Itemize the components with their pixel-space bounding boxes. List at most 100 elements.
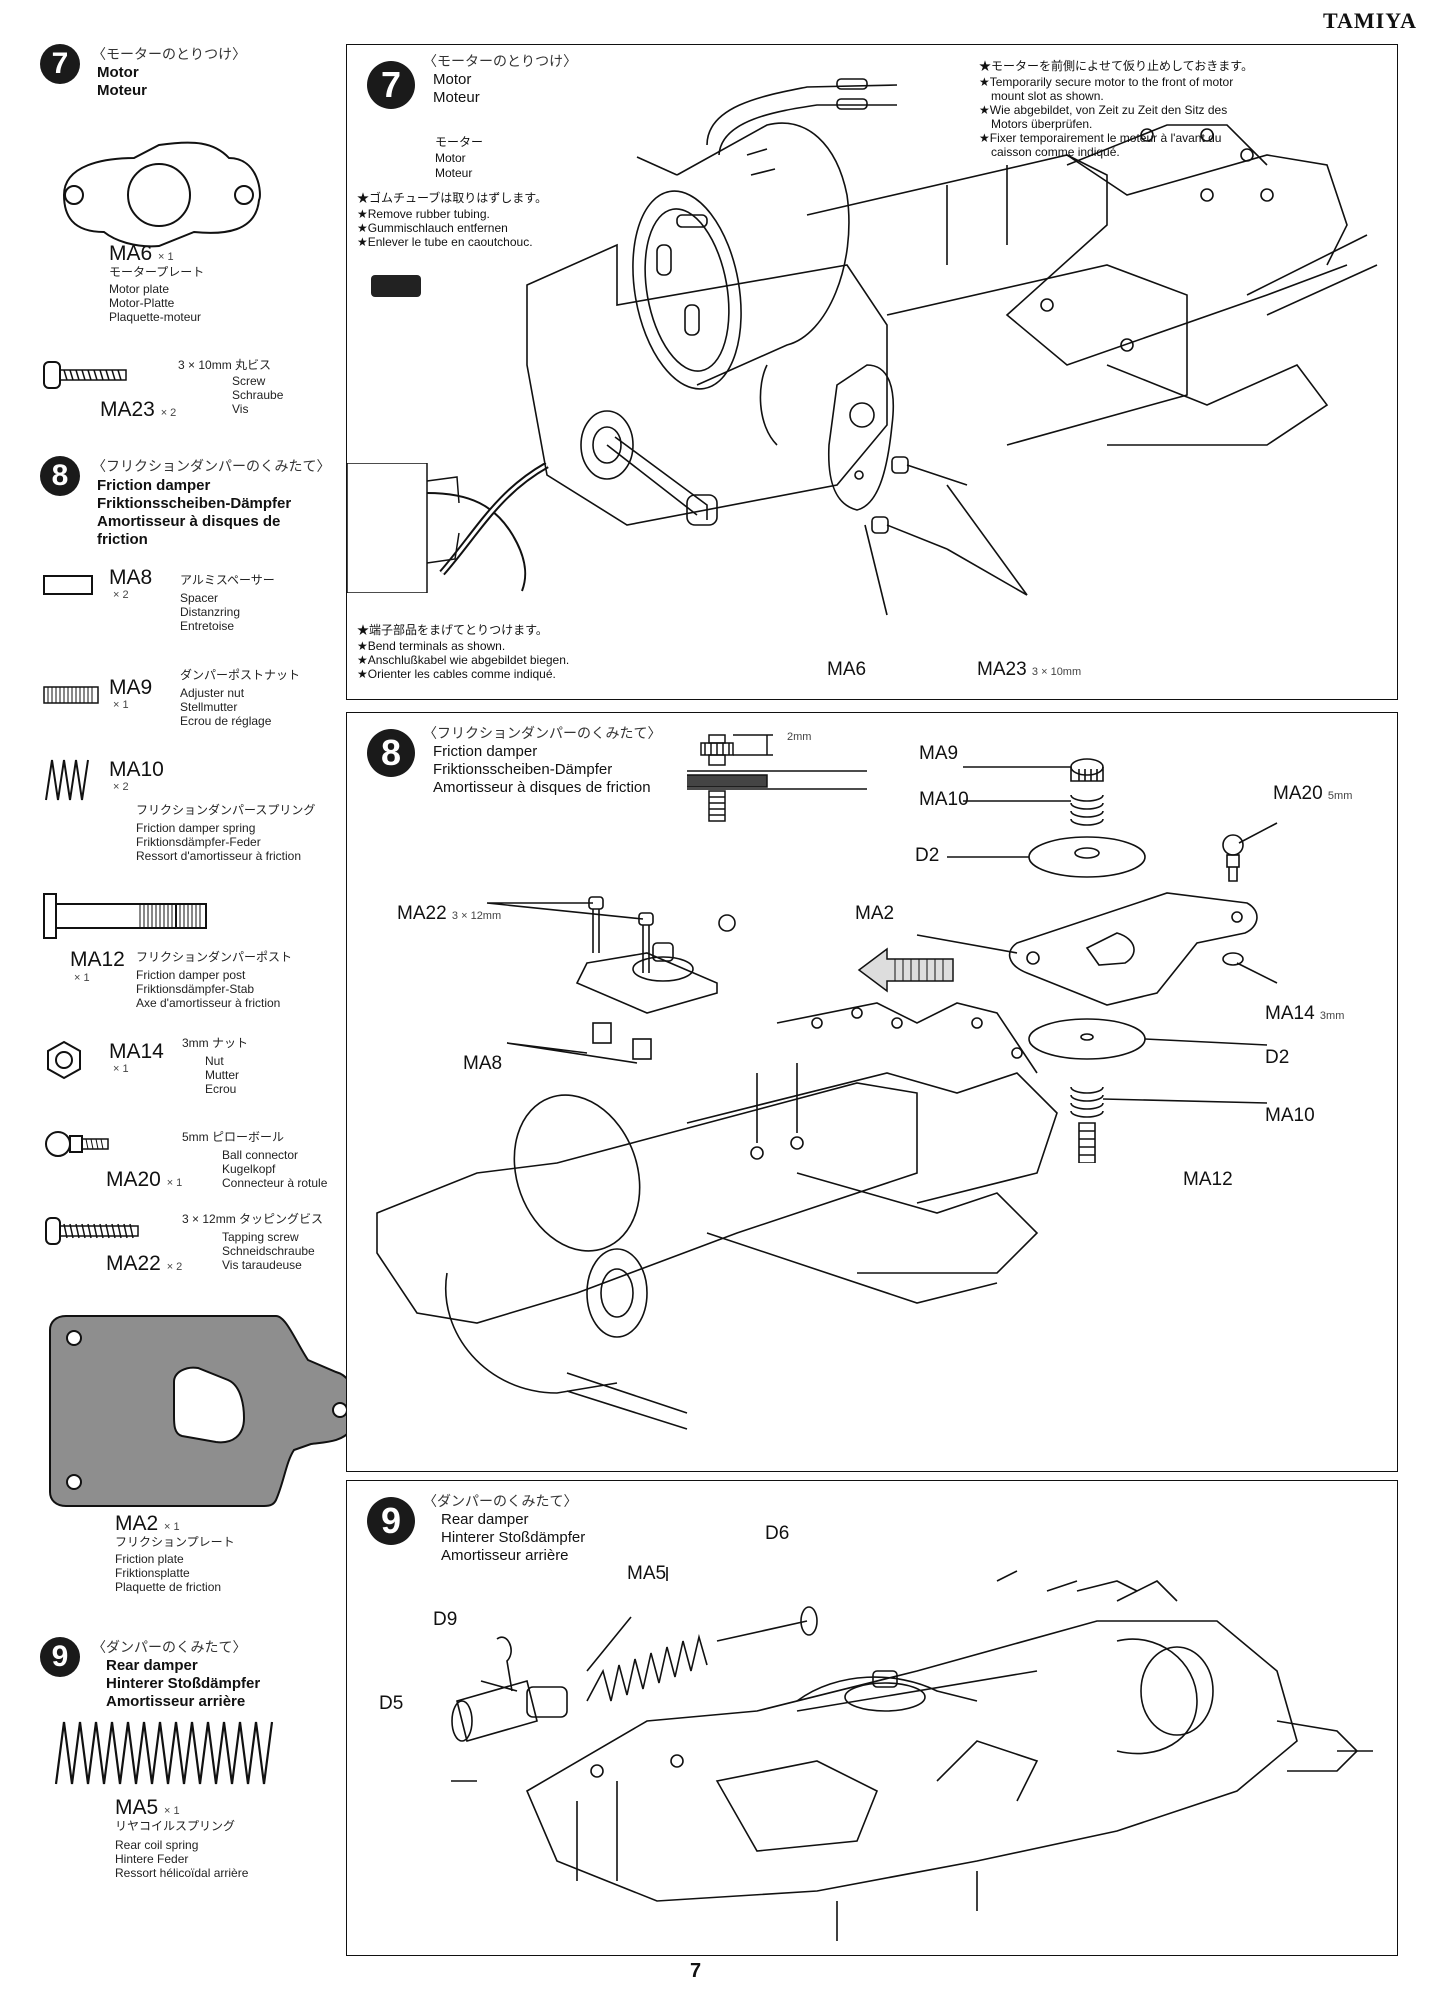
part-ma8-qty: × 2	[113, 589, 129, 601]
step-9-badge: 9	[40, 1637, 80, 1677]
part-ma8-de: Distanzring	[180, 605, 241, 619]
panel-8-title-fr: Amortisseur à disques de friction	[433, 779, 651, 796]
rear-coil-spring-icon	[54, 1721, 274, 1785]
part-code-ma12: MA12	[70, 948, 125, 971]
step-7-badge: 7	[40, 44, 80, 84]
part-ma9-qty: × 1	[113, 699, 129, 711]
terminal-note-fr: ★Orienter les cables comme indiqué.	[357, 667, 556, 681]
part-ma5-en: Rear coil spring	[115, 1838, 199, 1852]
part-ma12-en: Friction damper post	[136, 968, 246, 982]
screw-3x10-icon	[43, 361, 127, 389]
part-ma20-de: Kugelkopf	[222, 1162, 276, 1176]
part-ma23-en: Screw	[232, 374, 266, 388]
panel-9-jp-title: 〈ダンパーのくみたて〉	[423, 1493, 578, 1509]
tubing-note-jp: ★ゴムチューブは取りはずします。	[357, 191, 548, 205]
step-7-panel: 7 〈モーターのとりつけ〉 Motor Moteur モーター Motor Mo…	[346, 44, 1398, 700]
label-ma22: MA22 3 × 12mm	[397, 903, 502, 924]
part-ma20-fr: Connecteur à rotule	[222, 1176, 328, 1190]
part-ma12-jp: フリクションダンパーポスト	[136, 950, 293, 964]
step-8-title-fr1: Amortisseur à disques de	[97, 513, 281, 530]
panel-7-jp-title: 〈モーターのとりつけ〉	[423, 53, 578, 69]
tapping-screw-icon	[45, 1217, 139, 1245]
motor-installation-drawing	[526, 78, 1378, 616]
tubing-note-fr: ★Enlever le tube en caoutchouc.	[357, 235, 533, 249]
panel-9-title-fr: Amortisseur arrière	[441, 1547, 569, 1564]
part-ma12-de: Friktionsdämpfer-Stab	[136, 982, 255, 996]
label-ma10-top: MA10	[919, 789, 969, 810]
brand-logo: TAMIYA	[1322, 8, 1417, 33]
part-ma20-jp: 5mm ピローボール	[182, 1130, 285, 1144]
panel-9-badge: 9	[367, 1497, 415, 1545]
part-code-ma20: MA20 × 1	[106, 1168, 183, 1191]
rear-damper-drawing	[451, 1567, 1373, 1941]
label-ma6: MA6	[827, 659, 867, 680]
part-ma14-fr: Ecrou	[205, 1082, 237, 1096]
panel-9-title-en: Rear damper	[441, 1511, 529, 1528]
damper-post-icon	[43, 893, 207, 939]
label-ma10-bottom: MA10	[1265, 1105, 1315, 1126]
step-7-title-fr: Moteur	[97, 82, 147, 99]
part-code-ma23: MA23 × 2	[100, 398, 177, 421]
label-d2-top: D2	[915, 845, 940, 866]
label-ma9: MA9	[919, 743, 959, 764]
tubing-note-en: ★Remove rubber tubing.	[357, 207, 490, 221]
gap-label: 2mm	[787, 731, 812, 743]
rubber-tube-icon	[371, 275, 421, 297]
part-code-ma22: MA22 × 2	[106, 1252, 183, 1275]
terminal-note-en: ★Bend terminals as shown.	[357, 639, 506, 653]
panel-8-title-en: Friction damper	[433, 743, 538, 760]
label-ma20: MA20 5mm	[1273, 783, 1353, 804]
motor-note-de2: Motors überprüfen.	[991, 117, 1093, 131]
part-ma9-en: Adjuster nut	[180, 686, 245, 700]
part-ma10-de: Friktionsdämpfer-Feder	[136, 835, 261, 849]
part-ma23-jp: 3 × 10mm 丸ビス	[178, 358, 272, 372]
part-ma14-en: Nut	[205, 1054, 224, 1068]
part-ma23-fr: Vis	[232, 402, 249, 416]
step-9-title-fr: Amortisseur arrière	[106, 1693, 246, 1710]
step-9-title-en: Rear damper	[106, 1657, 198, 1674]
part-code-ma8: MA8	[109, 566, 153, 589]
part-code-ma9: MA9	[109, 676, 153, 699]
step-9-title-de: Hinterer Stoßdämpfer	[106, 1675, 261, 1692]
label-ma23: MA23 3 × 10mm	[977, 659, 1082, 680]
motor-note-de1: ★Wie abgebildet, von Zeit zu Zeit den Si…	[979, 103, 1228, 117]
part-code-ma5: MA5 × 1	[115, 1796, 180, 1819]
label-ma8: MA8	[463, 1053, 503, 1074]
part-ma14-qty: × 1	[113, 1063, 129, 1075]
part-ma5-fr: Ressort hélicoïdal arrière	[115, 1866, 249, 1880]
part-ma9-jp: ダンパーポストナット	[180, 668, 301, 682]
damper-assembly-drawing	[376, 896, 1058, 1430]
part-ma8-jp: アルミスペーサー	[180, 573, 275, 587]
label-d9: D9	[433, 1609, 458, 1630]
step-8-title-fr2: friction	[97, 531, 148, 548]
step-8-panel: 8 〈フリクションダンパーのくみたて〉 Friction damper Frik…	[346, 712, 1398, 1472]
part-ma10-en: Friction damper spring	[136, 821, 256, 835]
part-ma14-jp: 3mm ナット	[182, 1036, 249, 1050]
part-ma2-de: Friktionsplatte	[115, 1566, 190, 1580]
tubing-note-de: ★Gummischlauch entfernen	[357, 221, 508, 235]
part-ma22-en: Tapping screw	[222, 1230, 299, 1244]
part-ma10-qty: × 2	[113, 781, 129, 793]
label-d5: D5	[379, 1693, 404, 1714]
part-ma20-en: Ball connector	[222, 1148, 299, 1162]
part-ma9-fr: Ecrou de réglage	[180, 714, 272, 728]
motor-note-fr1: ★Fixer temporairement le moteur à l'avan…	[979, 131, 1222, 145]
part-ma14-de: Mutter	[205, 1068, 240, 1082]
part-ma2-jp: フリクションプレート	[115, 1535, 235, 1549]
part-ma10-jp: フリクションダンパースプリング	[136, 803, 316, 817]
label-ma2: MA2	[855, 903, 895, 924]
friction-spring-icon	[45, 759, 89, 801]
terminal-detail-inset	[347, 463, 549, 593]
motor-note-en1: ★Temporarily secure motor to the front o…	[979, 75, 1234, 89]
part-ma12-qty: × 1	[74, 972, 90, 984]
friction-plate-icon	[49, 1315, 358, 1507]
step-7-title-en: Motor	[97, 64, 139, 81]
part-ma2-fr: Plaquette de friction	[115, 1580, 222, 1594]
panel-9-title-de: Hinterer Stoßdämpfer	[441, 1529, 586, 1546]
label-d2-bottom: D2	[1265, 1047, 1290, 1068]
step-8-badge: 8	[40, 456, 80, 496]
part-code-ma6: MA6 × 1	[109, 242, 174, 265]
part-ma2-en: Friction plate	[115, 1552, 184, 1566]
part-ma22-fr: Vis taraudeuse	[222, 1258, 302, 1272]
part-ma12-fr: Axe d'amortisseur à friction	[136, 996, 281, 1010]
